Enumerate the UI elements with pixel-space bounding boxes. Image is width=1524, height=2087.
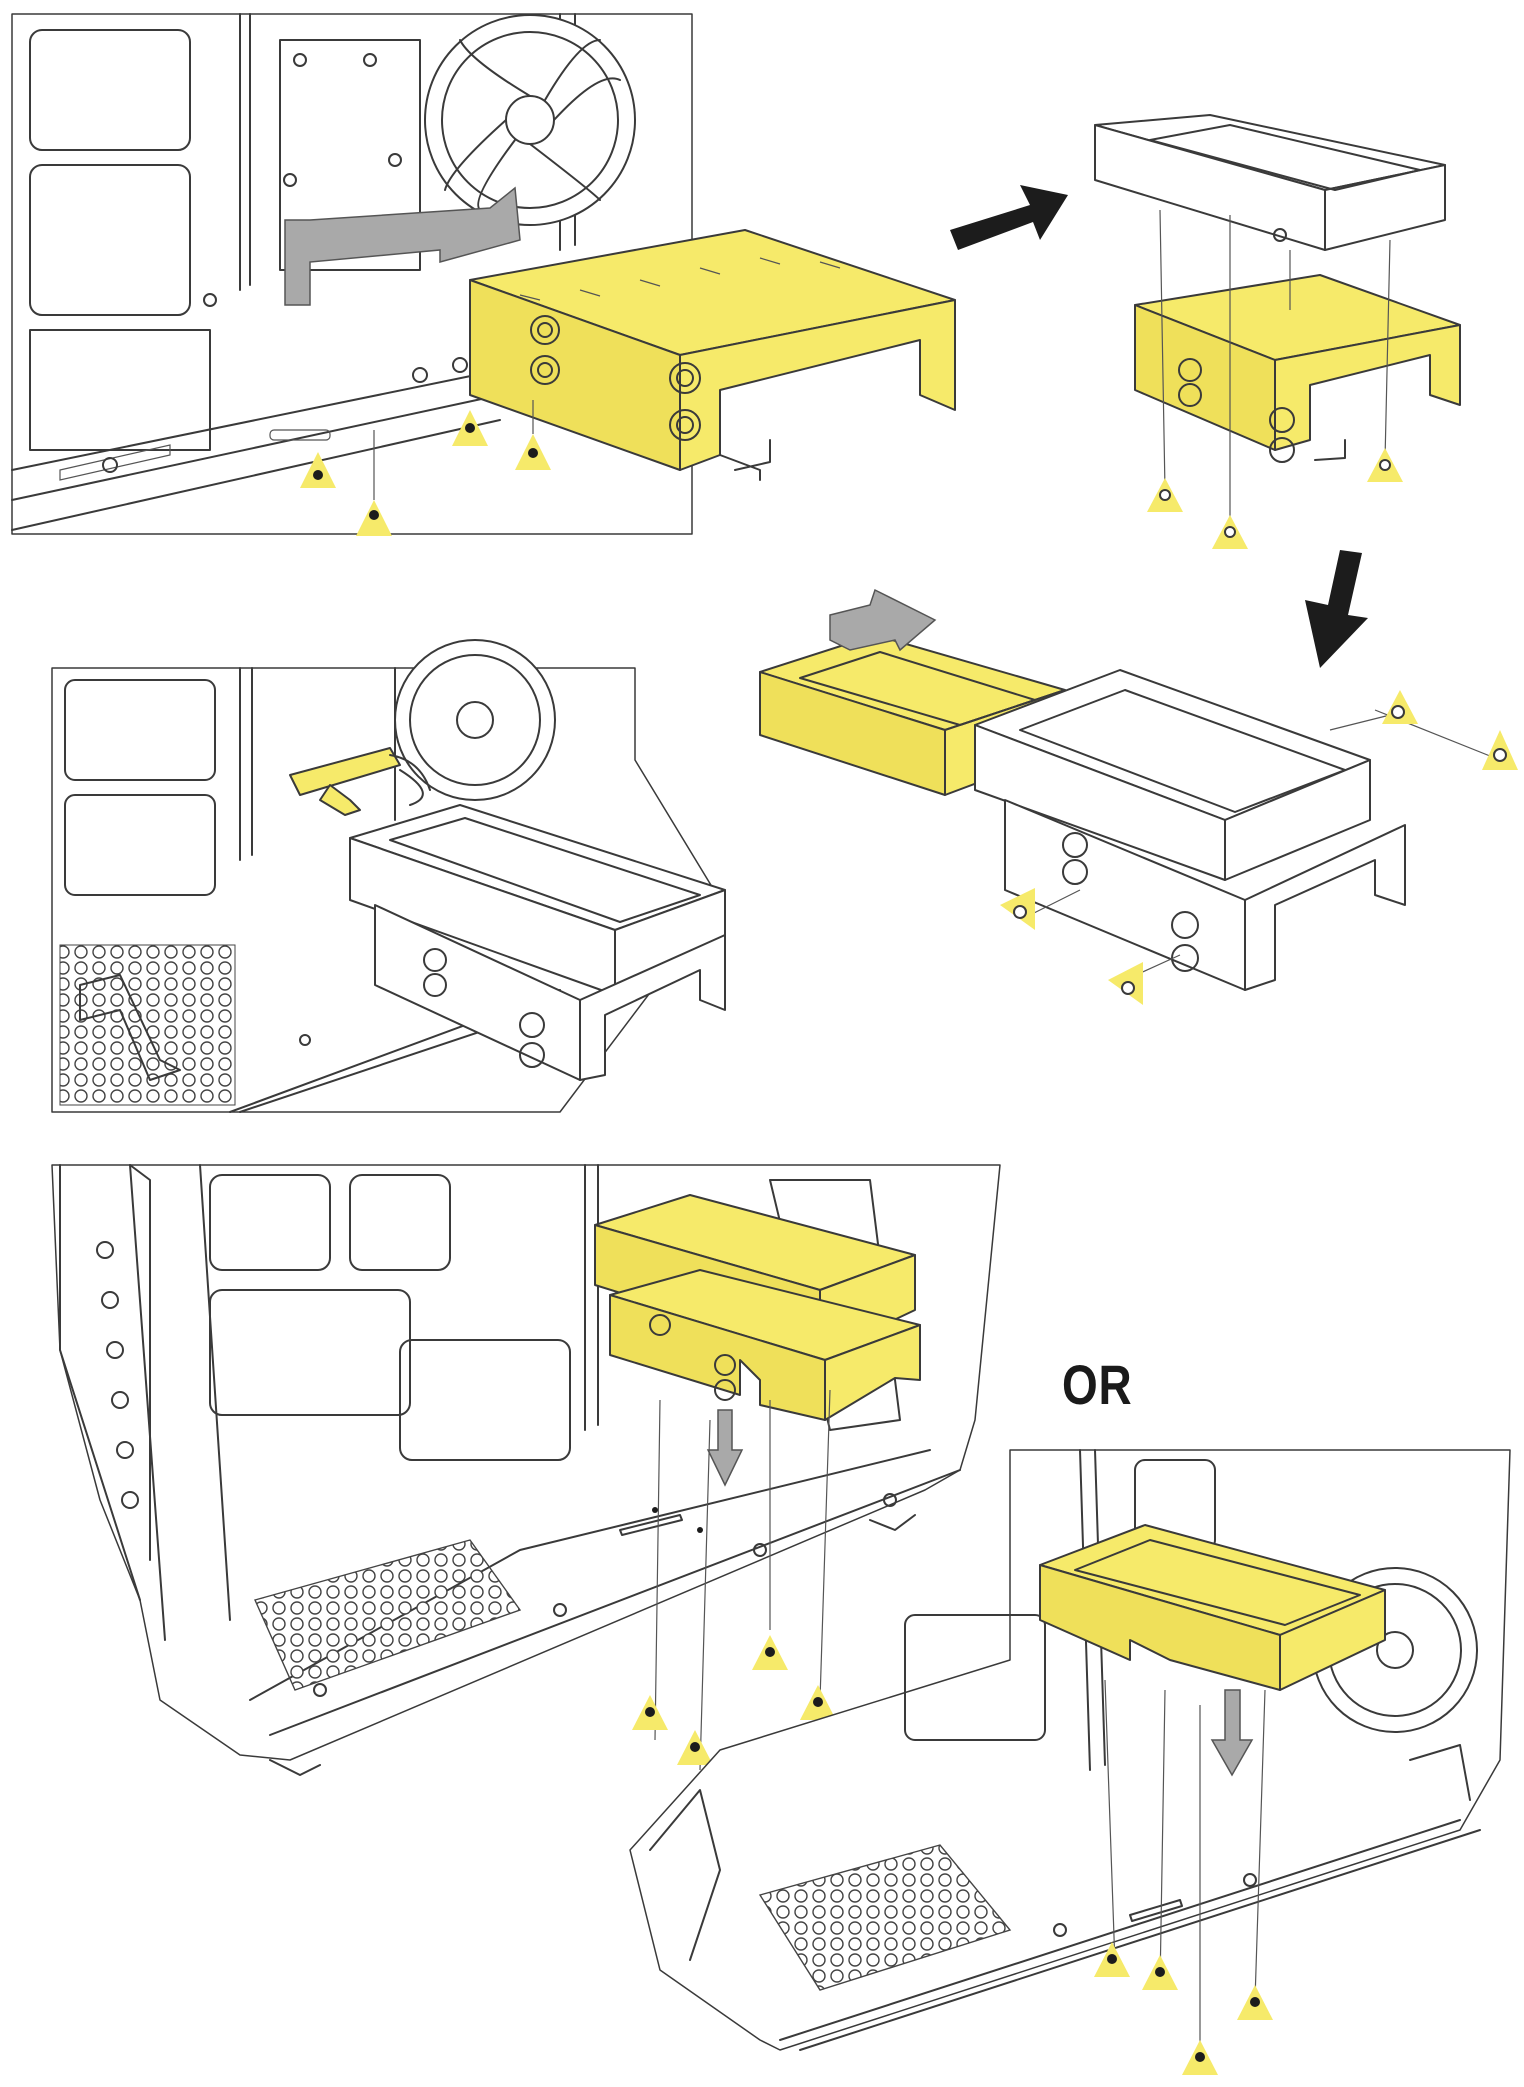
hard-drive-icon xyxy=(1039,1524,1386,1691)
case-fan-icon xyxy=(394,639,556,801)
drive-cage-icon xyxy=(594,1194,921,1421)
drive-cage-icon xyxy=(1134,274,1461,463)
screw-icon xyxy=(1094,1679,1273,2075)
drive-cage-icon xyxy=(1004,799,1406,991)
slide-out-arrow-icon xyxy=(284,186,521,306)
step-install-alternative xyxy=(629,1449,1511,2075)
step-connect-cables xyxy=(51,639,726,1113)
install-down-arrow-icon xyxy=(1210,1689,1254,1777)
arrow-down-icon xyxy=(1305,550,1368,668)
screw-icon xyxy=(300,400,551,536)
arrow-right-icon xyxy=(950,185,1068,250)
drive-cage-icon xyxy=(374,904,726,1081)
sata-cable-icon xyxy=(289,747,431,816)
or-label: OR xyxy=(1062,1353,1133,1416)
step-install-cage-floor xyxy=(51,1164,1001,1776)
step-remove-cage xyxy=(11,13,956,536)
step-attach-second-drive xyxy=(759,588,1518,1005)
drive-cage-icon xyxy=(469,229,956,481)
install-down-arrow-icon xyxy=(706,1409,744,1487)
case-fan-icon xyxy=(424,14,636,226)
slide-arrow-icon xyxy=(829,588,937,652)
screw-icon xyxy=(1147,209,1403,549)
step-attach-drive-top xyxy=(1094,114,1461,549)
hard-drive-icon xyxy=(1094,114,1446,251)
screw-icon xyxy=(632,1389,836,1771)
hard-drive-icon xyxy=(974,669,1371,881)
screw-icon xyxy=(1000,690,1518,1005)
